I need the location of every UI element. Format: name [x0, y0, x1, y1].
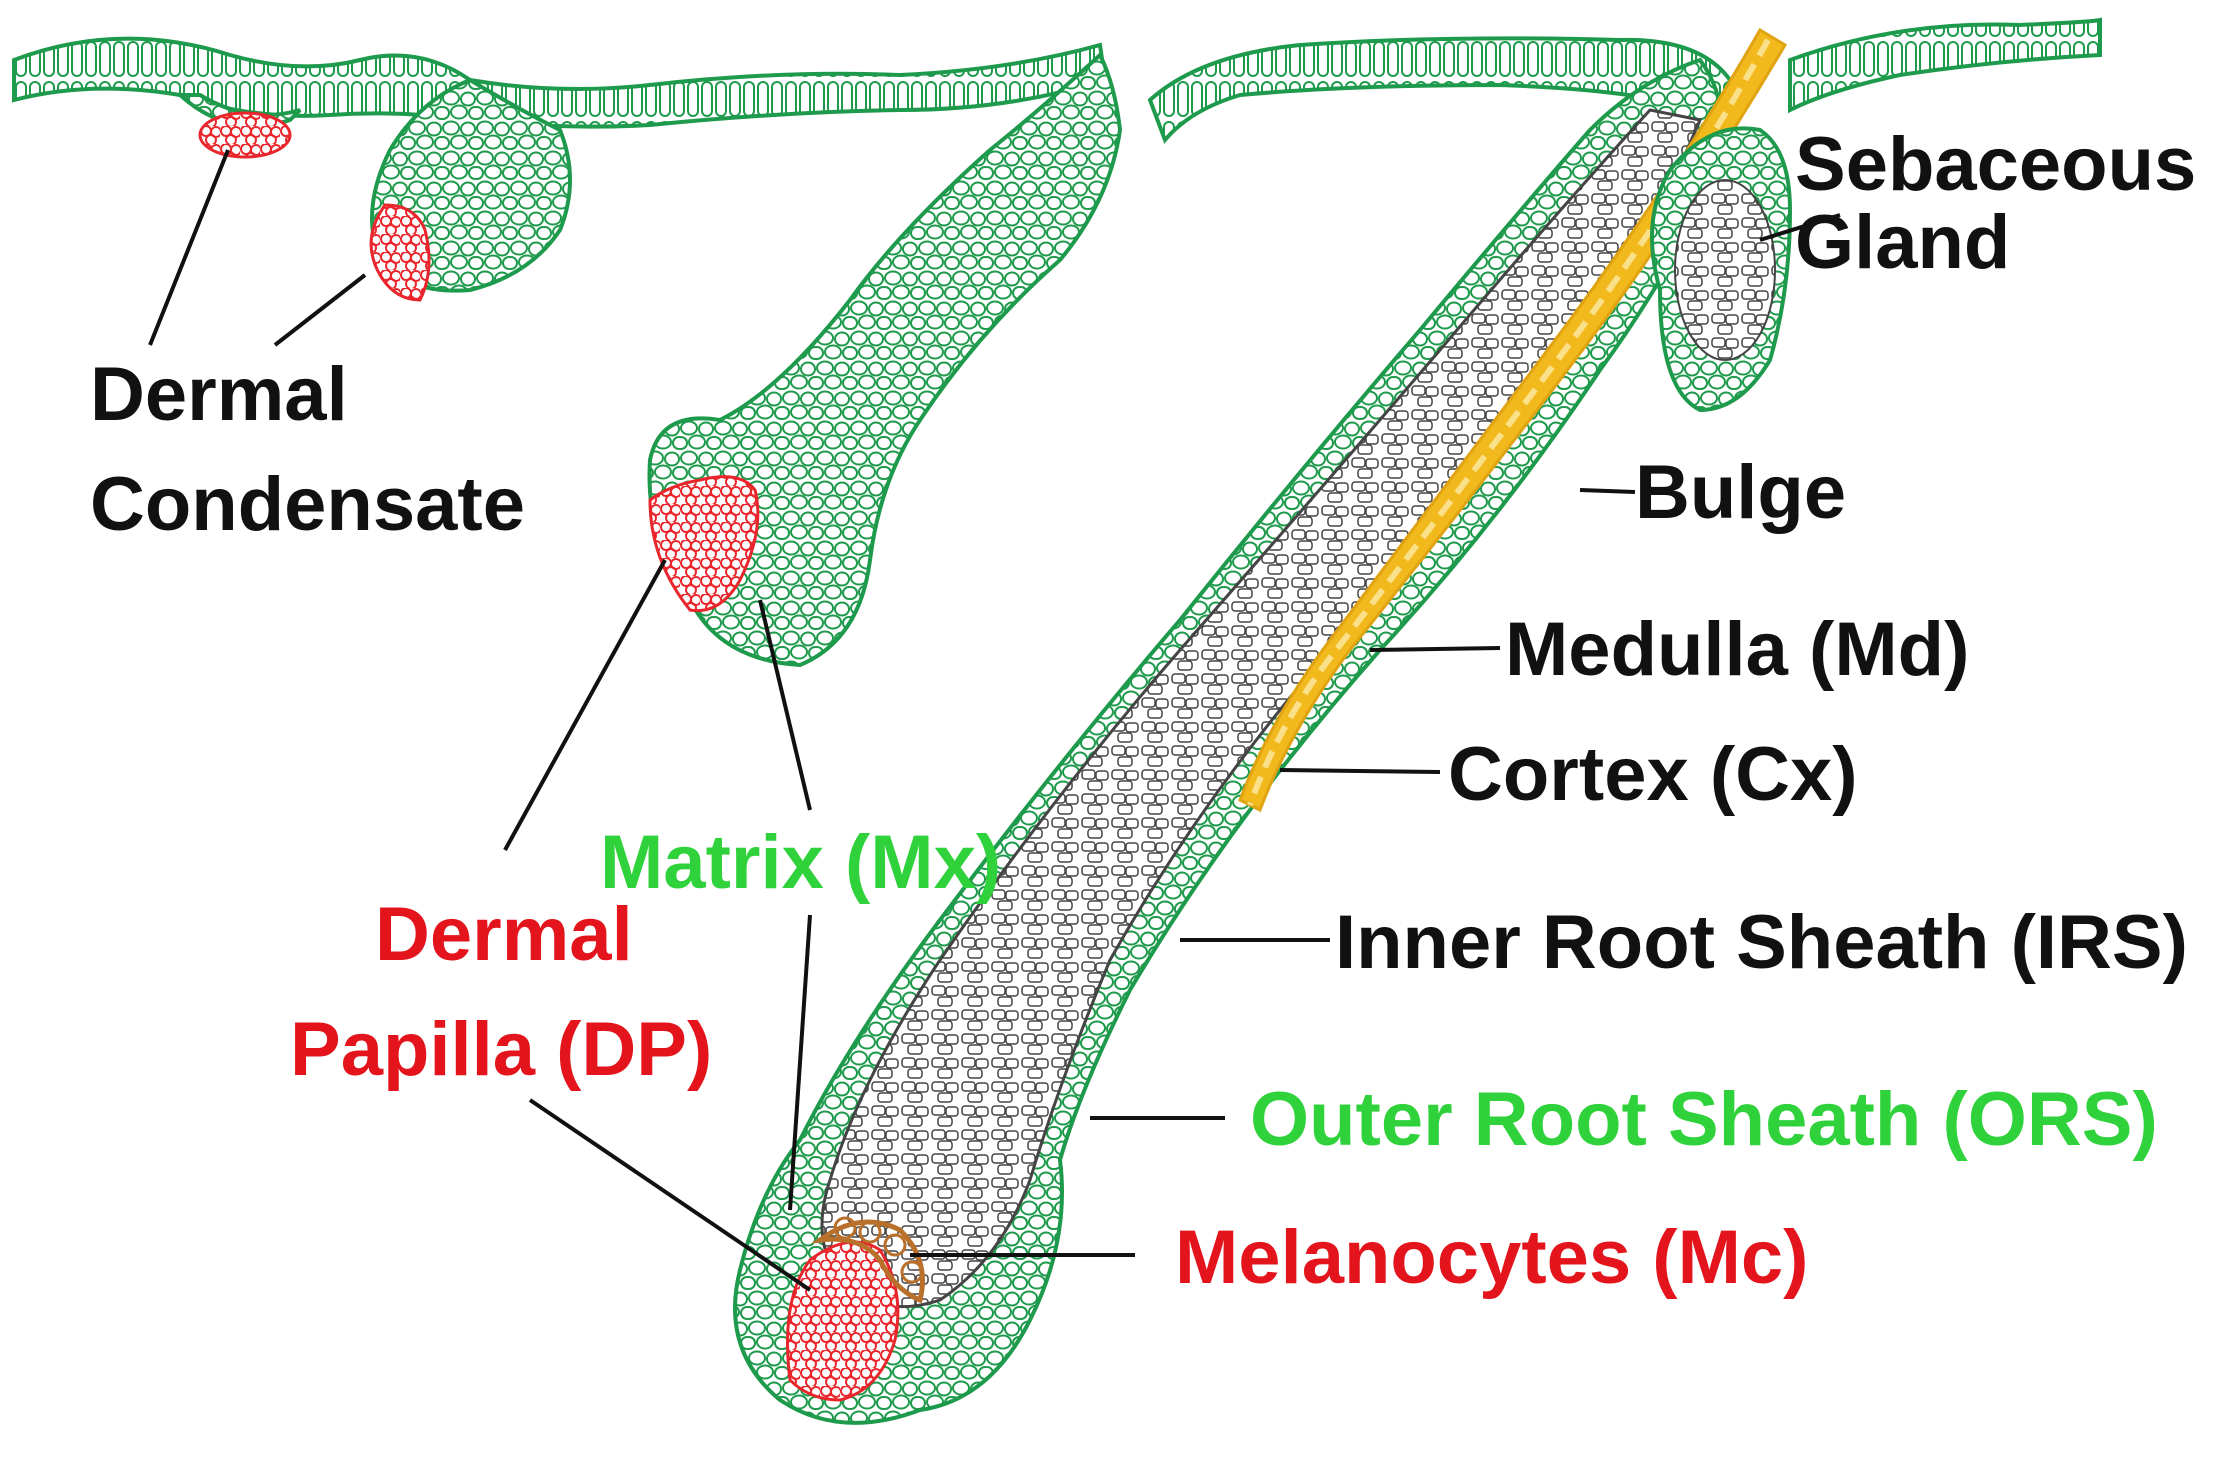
label-dermal-condensate-2: Condensate: [90, 462, 525, 547]
label-bulge: Bulge: [1635, 450, 1846, 535]
leader-dp-4: [528, 1098, 812, 1292]
epidermis-far-right: [1788, 17, 2102, 114]
leader-dc-1: [148, 149, 230, 346]
leader-mx-3: [758, 599, 812, 811]
label-sebaceous-1: Sebaceous: [1795, 122, 2196, 207]
melanocyte-cell: [833, 1216, 857, 1240]
melanocyte-cell: [900, 1260, 924, 1284]
dermal-condensate-2: [369, 203, 431, 302]
label-matrix: Matrix (Mx): [600, 820, 1001, 905]
leader-cortex: [1279, 768, 1441, 774]
label-ors: Outer Root Sheath (ORS): [1250, 1077, 2158, 1162]
dermal-papilla-3: [648, 475, 760, 613]
leader-sebaceous: [1759, 213, 1841, 242]
epidermis-middle: [468, 42, 1108, 129]
leader-dc-2: [273, 273, 367, 347]
label-dermal-papilla-1: Dermal: [375, 892, 633, 977]
epidermis-left: [12, 36, 472, 123]
leader-dp-3: [503, 559, 667, 851]
leader-medulla: [1369, 646, 1501, 652]
melanocyte-cell: [883, 1233, 907, 1257]
label-irs: Inner Root Sheath (IRS): [1335, 900, 2188, 985]
label-cortex: Cortex (Cx): [1448, 732, 1858, 817]
label-medulla: Medulla (Md): [1505, 607, 1969, 692]
leader-mx-4: [788, 914, 812, 1211]
sebocytes: [1674, 179, 1776, 361]
melanocyte-cell: [858, 1220, 882, 1244]
dermal-condensate-1: [198, 111, 292, 159]
label-melanocytes: Melanocytes (Mc): [1175, 1215, 1809, 1300]
label-dermal-condensate-1: Dermal: [90, 352, 348, 437]
label-sebaceous-2: Gland: [1795, 200, 2010, 285]
leader-bulge: [1579, 488, 1636, 494]
hair-peg: [647, 51, 1123, 668]
label-dermal-papilla-2: Papilla (DP): [290, 1007, 712, 1092]
